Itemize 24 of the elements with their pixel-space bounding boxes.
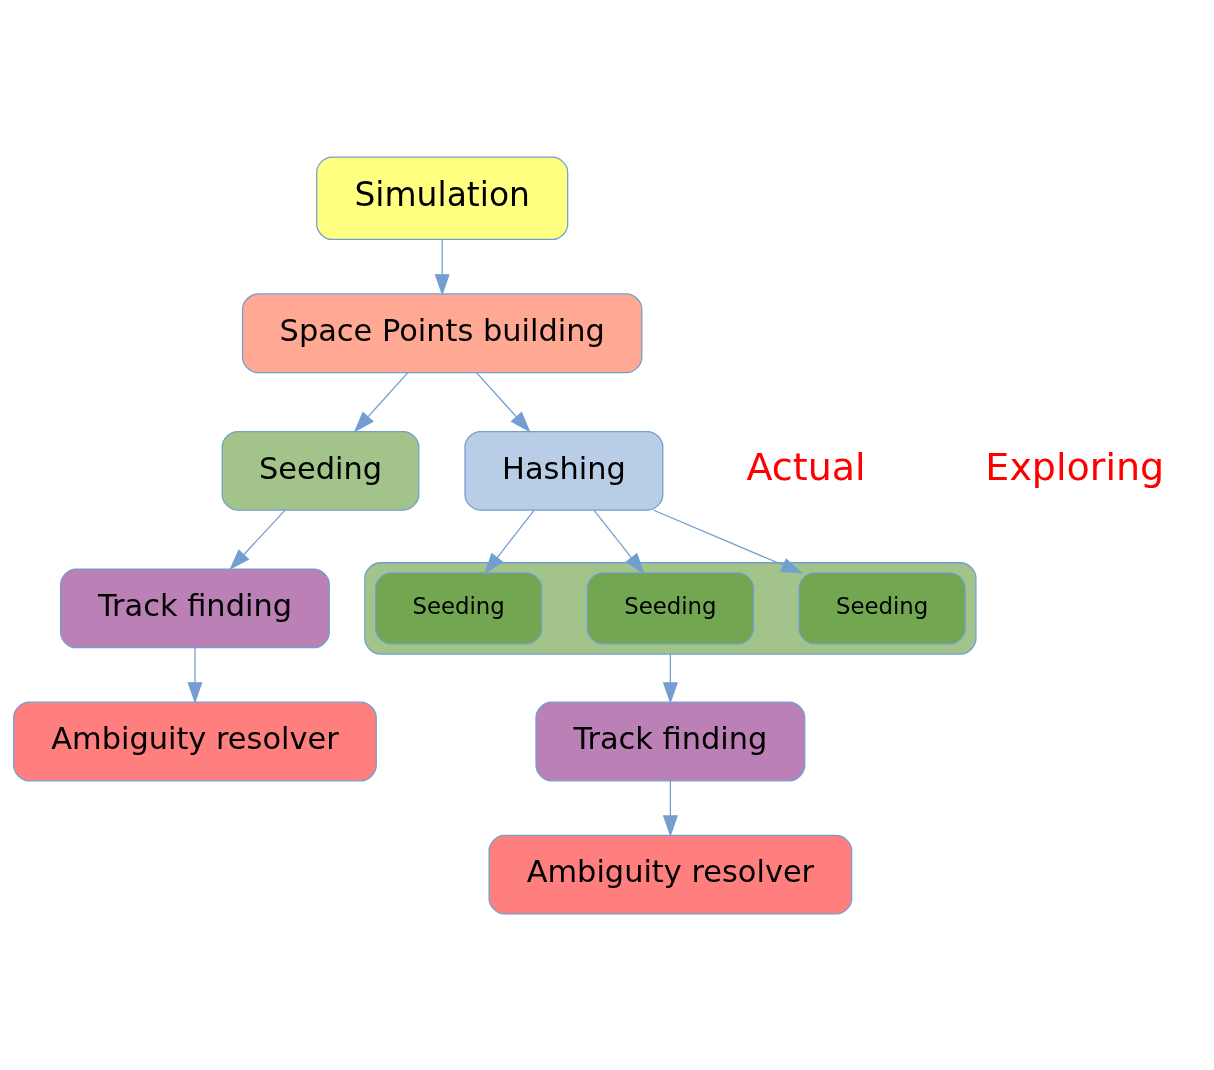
cluster xyxy=(364,561,977,655)
node-box: Seeding xyxy=(798,571,966,645)
node-box: Seeding xyxy=(375,571,543,645)
node-box: Seeding xyxy=(586,571,755,645)
arrow xyxy=(484,509,535,574)
node-box: Track finding xyxy=(59,567,330,648)
arrow xyxy=(653,509,803,573)
arrow xyxy=(476,371,531,433)
arrow xyxy=(187,646,203,704)
node-box: Ambiguity resolver xyxy=(488,834,853,915)
node-box: Ambiguity resolver xyxy=(13,701,377,781)
node-box: Hashing xyxy=(464,430,664,511)
arrow xyxy=(662,652,678,704)
arrow xyxy=(434,238,450,296)
arrow xyxy=(593,509,645,574)
node-box: Seeding xyxy=(221,430,420,511)
node-box: Track finding xyxy=(535,701,806,781)
label: Actual xyxy=(746,444,866,489)
node-box: Space Points building xyxy=(241,292,643,373)
arrow xyxy=(353,371,409,433)
arrow xyxy=(662,779,678,837)
label: Exploring xyxy=(985,444,1165,489)
arrow xyxy=(229,509,286,570)
node-box: Simulation xyxy=(316,155,569,240)
